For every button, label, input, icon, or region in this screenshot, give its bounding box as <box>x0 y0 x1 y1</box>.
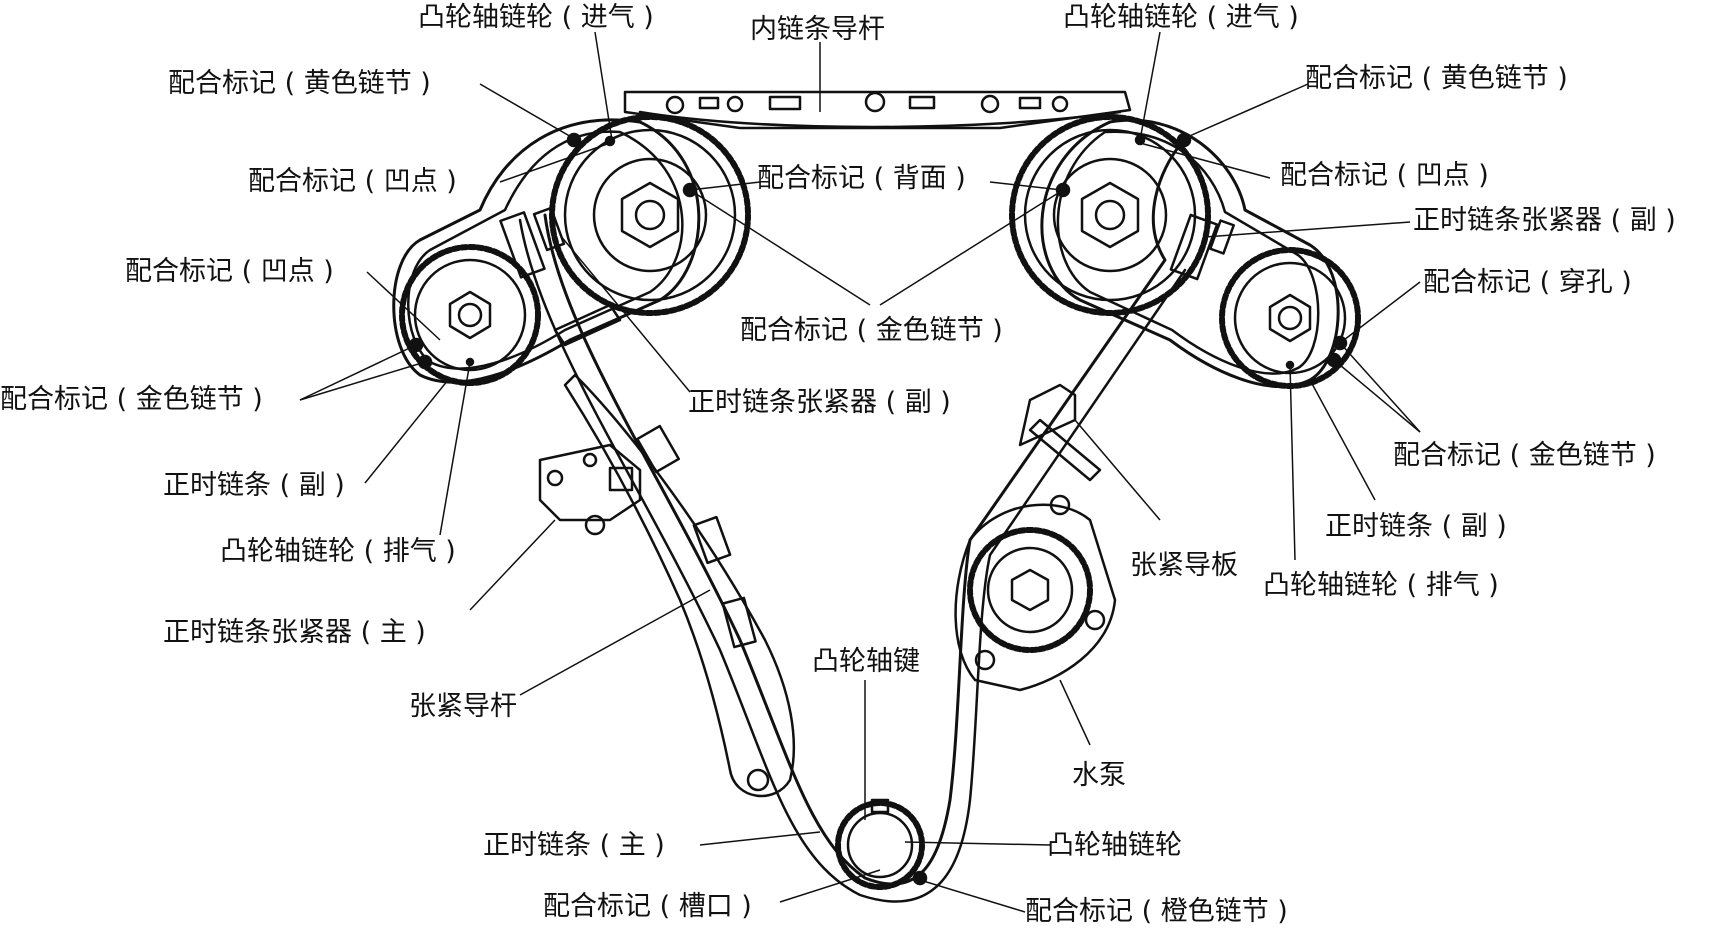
label-timing-chain-sub-left: 正时链条 ( 副 ) <box>163 470 345 501</box>
timing-chain-tensioner-main <box>538 443 642 536</box>
label-timing-chain-main: 正时链条 ( 主 ) <box>483 830 665 861</box>
cam-sprocket-intake-left <box>549 114 751 316</box>
label-tension-guide-plate: 张紧导板 <box>1130 550 1238 581</box>
label-tensioner-main: 正时链条张紧器 ( 主 ) <box>163 617 426 648</box>
cam-sprocket-exhaust-left <box>399 244 541 386</box>
label-cam-sprocket-bottom: 凸轮轴链轮 <box>1047 830 1182 861</box>
label-mark-yellow-right: 配合标记 ( 黄色链节 ) <box>1305 63 1568 94</box>
label-inner-chain-guide: 内链条导杆 <box>750 14 885 45</box>
label-timing-chain-sub-right: 正时链条 ( 副 ) <box>1325 511 1507 542</box>
label-mark-back: 配合标记 ( 背面 ) <box>757 163 966 194</box>
label-mark-gold-center: 配合标记 ( 金色链节 ) <box>740 315 1003 346</box>
label-cam-sprocket-intake-right: 凸轮轴链轮 ( 进气 ) <box>1063 2 1299 33</box>
label-water-pump: 水泵 <box>1072 760 1126 791</box>
label-mark-dimple-left: 配合标记 ( 凹点 ) <box>125 256 334 287</box>
label-mark-yellow-left: 配合标记 ( 黄色链节 ) <box>168 68 431 99</box>
cam-sprocket-bottom <box>835 798 925 890</box>
tension-guide-plate <box>1018 383 1102 482</box>
label-mark-dimple-upper-left: 配合标记 ( 凹点 ) <box>248 166 457 197</box>
label-cam-sprocket-exhaust-right: 凸轮轴链轮 ( 排气 ) <box>1263 570 1499 601</box>
cam-sprocket-intake-right <box>1009 114 1211 316</box>
label-tension-guide-rod: 张紧导杆 <box>409 691 517 722</box>
label-mark-dimple-right: 配合标记 ( 凹点 ) <box>1280 160 1489 191</box>
label-camshaft-key: 凸轮轴键 <box>812 646 920 677</box>
tensioner-sub-right <box>1169 213 1235 281</box>
inner-chain-guide <box>623 90 1132 130</box>
tension-guide-rod <box>563 373 796 798</box>
label-cam-sprocket-intake-left: 凸轮轴链轮 ( 进气 ) <box>418 2 654 33</box>
label-mark-orange: 配合标记 ( 橙色链节 ) <box>1025 896 1288 927</box>
label-mark-gold-left: 配合标记 ( 金色链节 ) <box>0 384 263 415</box>
label-mark-notch: 配合标记 ( 槽口 ) <box>543 891 752 922</box>
water-pump-sprocket <box>954 494 1117 692</box>
label-mark-gold-right: 配合标记 ( 金色链节 ) <box>1393 440 1656 471</box>
label-cam-sprocket-exhaust-left: 凸轮轴链轮 ( 排气 ) <box>220 536 456 567</box>
leader-lines <box>299 31 1421 913</box>
timing-chain-sub-left <box>392 118 701 384</box>
label-mark-hole-right: 配合标记 ( 穿孔 ) <box>1423 267 1632 298</box>
label-tensioner-sub-upper-right: 正时链条张紧器 ( 副 ) <box>1413 205 1676 236</box>
label-tensioner-sub-center: 正时链条张紧器 ( 副 ) <box>688 387 951 418</box>
